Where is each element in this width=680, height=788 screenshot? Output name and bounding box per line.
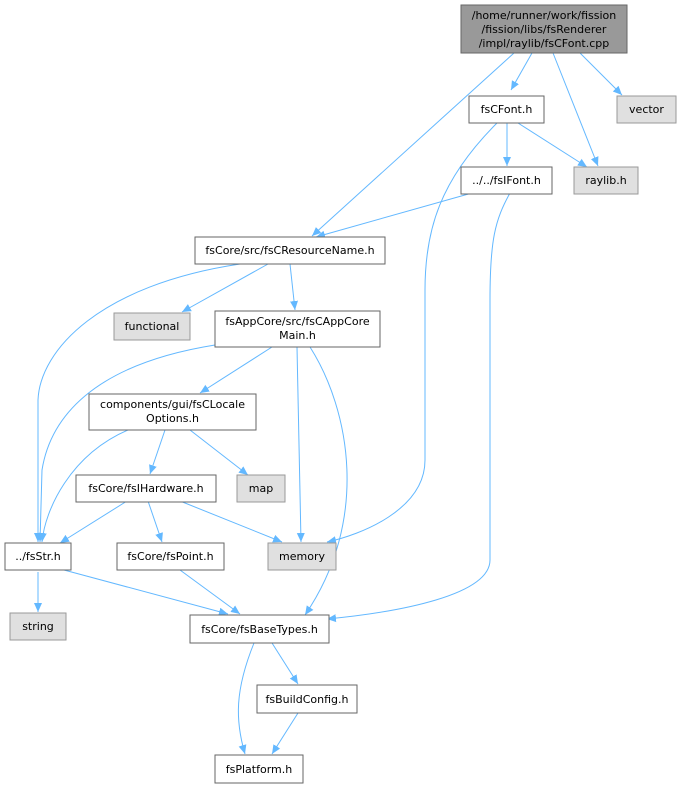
node-hardware-label: fsCore/fsIHardware.h <box>88 482 203 495</box>
node-raylib-label: raylib.h <box>585 174 626 187</box>
edge-appcore-to-locale <box>199 346 273 394</box>
node-appcore-main-line-1: fsAppCore/src/fsCAppCore <box>225 315 369 328</box>
node-raylib: raylib.h <box>573 166 639 195</box>
node-hardware[interactable]: fsCore/fsIHardware.h <box>75 474 217 503</box>
node-fsstr[interactable]: ../fsStr.h <box>4 542 72 571</box>
node-string-label: string <box>22 620 54 633</box>
edge-resource-to-functional <box>181 263 269 313</box>
edge-fsCFont-to-raylib <box>517 122 588 168</box>
node-vector: vector <box>616 95 677 124</box>
node-locale-options[interactable]: components/gui/fsCLocale Options.h <box>88 393 257 431</box>
edge-hardware-to-memory <box>179 500 283 543</box>
node-point-label: fsCore/fsPoint.h <box>127 550 213 563</box>
edge-resource-to-appcore <box>289 263 299 311</box>
edge-appcore-to-fsstr <box>36 344 216 543</box>
node-resource-name-label: fsCore/src/fsCResourceName.h <box>205 244 374 257</box>
dependency-edges <box>34 52 623 755</box>
node-basetypes-label: fsCore/fsBaseTypes.h <box>201 623 318 636</box>
edge-fsCFont-to-memory <box>326 122 498 545</box>
edge-root-to-fsCFont <box>510 52 533 91</box>
file-nodes: /home/runner/work/fission /fission/libs/… <box>4 4 677 784</box>
node-root-file: /home/runner/work/fission /fission/libs/… <box>460 4 628 54</box>
node-buildconfig[interactable]: fsBuildConfig.h <box>256 684 358 714</box>
edge-appcore-to-basetypes <box>304 346 348 616</box>
node-point[interactable]: fsCore/fsPoint.h <box>116 542 225 571</box>
edge-fsIFont-to-basetypes <box>326 192 511 623</box>
node-platform[interactable]: fsPlatform.h <box>214 754 304 784</box>
edge-root-to-vector <box>579 52 623 96</box>
node-vector-label: vector <box>629 103 664 116</box>
node-root-file-line-1: /home/runner/work/fission <box>472 9 617 22</box>
node-basetypes[interactable]: fsCore/fsBaseTypes.h <box>189 614 330 644</box>
edge-basetypes-to-buildconfig <box>271 642 299 685</box>
node-fsCFont[interactable]: fsCFont.h <box>468 95 545 124</box>
edge-fsstr-to-basetypes <box>63 569 229 616</box>
node-map: map <box>236 474 286 503</box>
node-memory: memory <box>267 542 337 571</box>
node-fsIFont[interactable]: ../../fsIFont.h <box>460 166 553 195</box>
node-buildconfig-label: fsBuildConfig.h <box>266 693 349 706</box>
node-platform-label: fsPlatform.h <box>226 763 292 776</box>
edge-appcore-to-memory <box>296 346 305 543</box>
node-functional-label: functional <box>125 320 180 333</box>
node-root-file-line-3: /impl/raylib/fsCFont.cpp <box>479 37 610 50</box>
edge-hardware-to-point <box>147 500 163 543</box>
node-appcore-main[interactable]: fsAppCore/src/fsCAppCore Main.h <box>214 310 381 348</box>
edge-buildconfig-to-platform <box>271 712 299 755</box>
edge-basetypes-to-platform <box>237 642 255 755</box>
node-fsstr-label: ../fsStr.h <box>15 550 61 563</box>
edge-locale-to-hardware <box>149 429 166 475</box>
node-map-label: map <box>249 482 273 495</box>
edge-resource-to-fsstr <box>34 263 241 542</box>
edge-fsIFont-to-resource <box>315 192 473 239</box>
edge-hardware-to-fsstr <box>59 500 128 544</box>
node-resource-name[interactable]: fsCore/src/fsCResourceName.h <box>194 236 386 265</box>
node-appcore-main-line-2: Main.h <box>279 329 316 342</box>
edge-point-to-basetypes <box>179 569 241 615</box>
edge-root-to-raylib <box>552 52 599 167</box>
node-root-file-line-2: /fission/libs/fsRenderer <box>482 23 607 36</box>
node-fsCFont-label: fsCFont.h <box>481 103 533 116</box>
edge-locale-to-map <box>189 429 249 476</box>
edge-root-to-resource <box>311 52 515 237</box>
node-locale-options-line-1: components/gui/fsCLocale <box>100 398 245 411</box>
node-locale-options-line-2: Options.h <box>146 412 199 425</box>
node-functional: functional <box>113 312 191 341</box>
node-fsIFont-label: ../../fsIFont.h <box>472 174 541 187</box>
node-memory-label: memory <box>279 550 325 563</box>
node-string: string <box>9 612 67 641</box>
edge-locale-to-fsstr <box>38 429 129 543</box>
